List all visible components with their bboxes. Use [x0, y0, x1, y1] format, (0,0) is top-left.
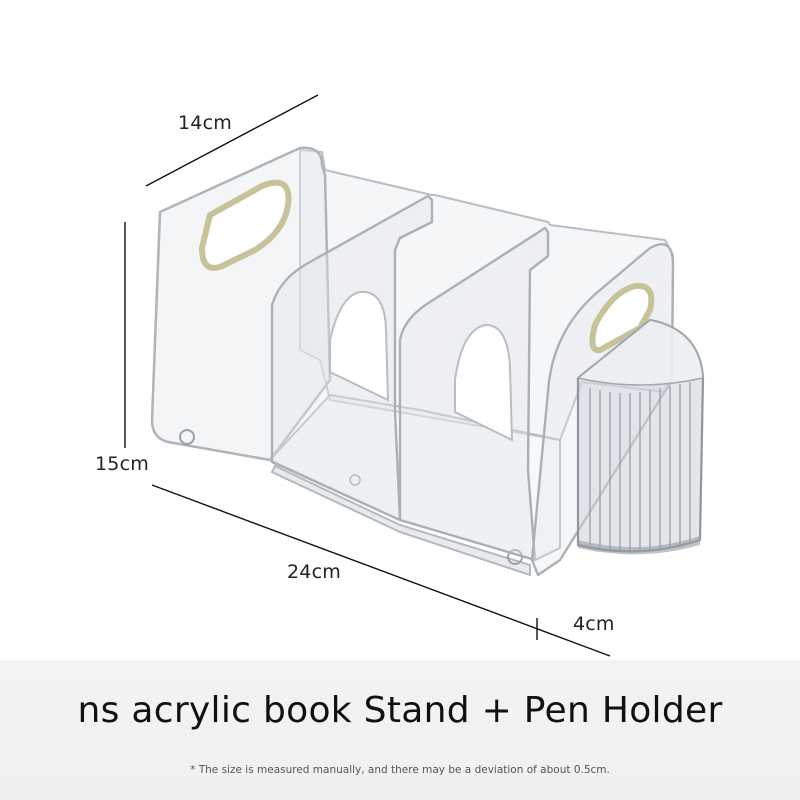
stand-divider-1 — [270, 194, 434, 522]
stand-divider-2 — [398, 226, 550, 562]
length-dimension-line — [151, 484, 611, 657]
width-dimension-label: 14cm — [178, 112, 232, 134]
length-dimension-label: 24cm — [287, 561, 341, 583]
acrylic-book-stand-illustration — [124, 94, 705, 657]
pen-holder-depth-label: 4cm — [573, 613, 615, 635]
measurement-note: * The size is measured manually, and the… — [190, 764, 610, 776]
left-handle-icon — [199, 179, 292, 271]
width-dimension-line — [145, 94, 319, 187]
dimension-lines — [124, 94, 611, 657]
right-handle-icon — [589, 282, 655, 354]
height-dimension-label: 15cm — [95, 453, 149, 475]
stand-left-end-panel — [150, 146, 332, 462]
pen-holder-cup — [576, 318, 705, 555]
product-title: ns acrylic book Stand + Pen Holder — [77, 690, 723, 731]
caption-footer: ns acrylic book Stand + Pen Holder * The… — [0, 660, 800, 800]
product-photo-area: 14cm 15cm 24cm 4cm — [95, 94, 705, 657]
